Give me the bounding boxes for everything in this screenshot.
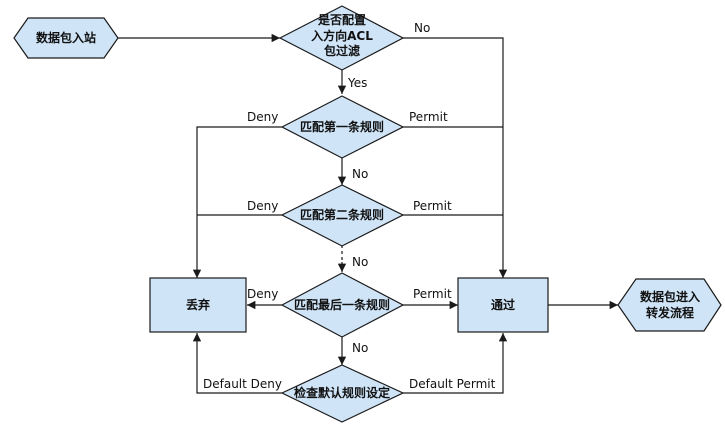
- label-rule1-no: No: [352, 167, 368, 181]
- start-label: 数据包入站: [36, 30, 96, 45]
- edge-default-deny: [192, 333, 282, 394]
- rule2-label: 匹配第二条规则: [300, 207, 384, 222]
- rule2-decision: 匹配第二条规则: [280, 184, 405, 247]
- label-check-yes: Yes: [347, 76, 367, 90]
- forward-node: 数据包进入 转发流程: [617, 278, 722, 332]
- check-acl-decision: 是否配置 入方向ACL 包过滤: [278, 5, 405, 71]
- discard-label: 丢弃: [186, 297, 210, 312]
- edge-labels: No Yes Deny Permit No Deny Permit No Den…: [203, 21, 496, 391]
- label-rule1-permit: Permit: [409, 110, 448, 124]
- edge-default-permit: [401, 333, 508, 394]
- pass-label: 通过: [491, 297, 515, 312]
- label-last-permit: Permit: [413, 287, 452, 301]
- edge-rule1-deny: [192, 126, 282, 278]
- start-node: 数据包入站: [13, 17, 119, 59]
- discard-box: 丢弃: [149, 277, 247, 333]
- label-rule2-no: No: [352, 255, 368, 269]
- label-rule2-deny: Deny: [247, 199, 278, 213]
- connectors: [118, 33, 618, 394]
- rule-last-label: 匹配最后一条规则: [294, 297, 390, 312]
- rule-last-decision: 匹配最后一条规则: [280, 272, 405, 338]
- label-default-permit: Default Permit: [409, 377, 496, 391]
- label-default-deny: Default Deny: [203, 377, 282, 391]
- edge-check-no-to-pass: [401, 37, 508, 278]
- label-last-deny: Deny: [247, 287, 278, 301]
- forward-label-line2: 转发流程: [646, 305, 694, 320]
- forward-label-line1: 数据包进入: [640, 289, 700, 304]
- pass-box: 通过: [457, 277, 549, 333]
- rule1-decision: 匹配第一条规则: [280, 95, 405, 159]
- check-acl-label-line1: 是否配置: [317, 12, 366, 27]
- label-last-no: No: [352, 341, 368, 355]
- label-rule2-permit: Permit: [413, 199, 452, 213]
- check-acl-label-line2: 入方向ACL: [311, 28, 373, 43]
- check-acl-label-line3: 包过滤: [323, 43, 360, 58]
- default-decision: 检查默认规则设定: [280, 364, 405, 423]
- label-check-no: No: [414, 21, 430, 35]
- default-label: 检查默认规则设定: [294, 385, 390, 400]
- label-rule1-deny: Deny: [247, 110, 278, 124]
- rule1-label: 匹配第一条规则: [300, 119, 384, 134]
